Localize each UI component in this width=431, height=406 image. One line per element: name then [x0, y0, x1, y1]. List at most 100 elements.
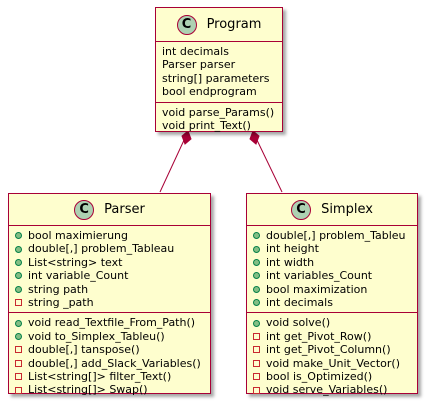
private-visibility-icon	[15, 359, 22, 367]
field-row: Parser parser	[162, 58, 236, 72]
method-row: void make_Unit_Vector()	[253, 357, 411, 370]
field-row: int variable_Count	[15, 269, 204, 282]
method-text: void make_Unit_Vector()	[266, 356, 401, 370]
method-row: void to_Simplex_Tableu()	[15, 330, 204, 343]
public-visibility-icon	[15, 272, 22, 280]
method-text: double[,] add_Slack_Variables()	[28, 356, 201, 370]
public-visibility-icon	[15, 319, 22, 327]
public-visibility-icon	[15, 232, 22, 240]
method-text: List<string[]> Swap()	[28, 383, 148, 397]
method-row: void serve_Variables()	[253, 383, 411, 396]
method-row: double[,] add_Slack_Variables()	[15, 357, 204, 370]
field-row: int height	[253, 242, 411, 255]
method-row: int get_Pivot_Row()	[253, 330, 411, 343]
class-name: Simplex	[321, 202, 373, 217]
method-text: void to_Simplex_Tableu()	[28, 329, 165, 343]
public-visibility-icon	[15, 259, 22, 267]
field-row: bool maximierung	[15, 229, 204, 242]
field-text: int variables_Count	[266, 269, 373, 283]
class-header: C Parser	[9, 194, 210, 226]
field-row: int decimals	[162, 45, 229, 58]
field-row: int variables_Count	[253, 269, 411, 282]
class-badge-icon: C	[74, 199, 95, 220]
field-text: int width	[266, 255, 315, 269]
field-row: string path	[15, 283, 204, 296]
class-parser[interactable]: C Parser bool maximierung double[,] prob…	[8, 193, 211, 396]
public-visibility-icon	[15, 245, 22, 253]
field-text: int decimals	[266, 296, 333, 310]
field-row: int decimals	[253, 296, 411, 309]
field-row: bool maximization	[253, 283, 411, 296]
field-row: bool endprogram	[162, 85, 257, 99]
field-text: double[,] problem_Tableau	[28, 242, 175, 256]
method-text: int get_Pivot_Row()	[266, 329, 372, 343]
private-visibility-icon	[15, 346, 22, 354]
public-visibility-icon	[253, 232, 260, 240]
method-text: double[,] tanspose()	[28, 343, 140, 357]
class-header: C Simplex	[247, 194, 417, 226]
class-program[interactable]: C Program int decimals Parser parser str…	[155, 7, 283, 132]
private-visibility-icon	[253, 386, 260, 394]
method-row: List<string[]> filter_Text()	[15, 370, 204, 383]
methods-section: void solve() int get_Pivot_Row() int get…	[247, 312, 417, 399]
field-text: bool maximization	[266, 282, 368, 296]
field-text: string _path	[28, 296, 94, 310]
fields-section: int decimals Parser parser string[] para…	[156, 42, 282, 102]
method-row: void parse_Params()	[162, 105, 275, 119]
method-text: bool is_Optimized()	[266, 370, 373, 384]
private-visibility-icon	[253, 359, 260, 367]
composition-line-simplex	[255, 137, 283, 193]
public-visibility-icon	[253, 259, 260, 267]
field-row: List<string> text	[15, 256, 204, 269]
private-visibility-icon	[15, 299, 22, 307]
method-text: List<string[]> filter_Text()	[28, 370, 172, 384]
field-row: string[] parameters	[162, 71, 270, 85]
methods-section: void parse_Params() void print_Text()	[156, 101, 282, 136]
private-visibility-icon	[253, 373, 260, 381]
class-badge-icon: C	[291, 199, 312, 220]
public-visibility-icon	[15, 285, 22, 293]
method-row: int get_Pivot_Column()	[253, 343, 411, 356]
composition-diamond-parser	[181, 130, 192, 145]
method-text: void serve_Variables()	[266, 383, 388, 397]
class-badge-icon: C	[176, 14, 197, 35]
public-visibility-icon	[253, 319, 260, 327]
method-row: double[,] tanspose()	[15, 343, 204, 356]
fields-section: bool maximierung double[,] problem_Table…	[9, 226, 210, 312]
public-visibility-icon	[15, 333, 22, 341]
method-text: void solve()	[266, 316, 331, 330]
method-row: void print_Text()	[162, 119, 251, 133]
private-visibility-icon	[15, 386, 22, 394]
field-row: double[,] problem_Tableau	[15, 242, 204, 255]
public-visibility-icon	[253, 272, 260, 280]
field-text: int height	[266, 242, 319, 256]
public-visibility-icon	[253, 245, 260, 253]
field-text: int variable_Count	[28, 269, 129, 283]
class-name: Parser	[104, 202, 145, 217]
private-visibility-icon	[253, 333, 260, 341]
field-text: double[,] problem_Tableu	[266, 229, 406, 242]
method-row: void read_Textfile_From_Path()	[15, 316, 204, 329]
method-row: bool is_Optimized()	[253, 370, 411, 383]
method-row: List<string[]> Swap()	[15, 383, 204, 396]
field-row: int width	[253, 256, 411, 269]
field-text: bool maximierung	[28, 229, 129, 242]
field-text: string path	[28, 282, 89, 296]
field-row: double[,] problem_Tableu	[253, 229, 411, 242]
class-header: C Program	[156, 8, 282, 42]
private-visibility-icon	[253, 346, 260, 354]
field-row: string _path	[15, 296, 204, 309]
methods-section: void read_Textfile_From_Path() void to_S…	[9, 312, 210, 399]
fields-section: double[,] problem_Tableu int height int …	[247, 226, 417, 312]
class-name: Program	[206, 17, 262, 32]
composition-line-parser	[159, 137, 186, 193]
public-visibility-icon	[253, 285, 260, 293]
method-text: void read_Textfile_From_Path()	[28, 316, 196, 330]
class-simplex[interactable]: C Simplex double[,] problem_Tableu int h…	[246, 193, 418, 396]
private-visibility-icon	[15, 373, 22, 381]
method-text: int get_Pivot_Column()	[266, 343, 391, 357]
method-row: void solve()	[253, 316, 411, 329]
public-visibility-icon	[253, 299, 260, 307]
field-text: List<string> text	[28, 255, 123, 269]
